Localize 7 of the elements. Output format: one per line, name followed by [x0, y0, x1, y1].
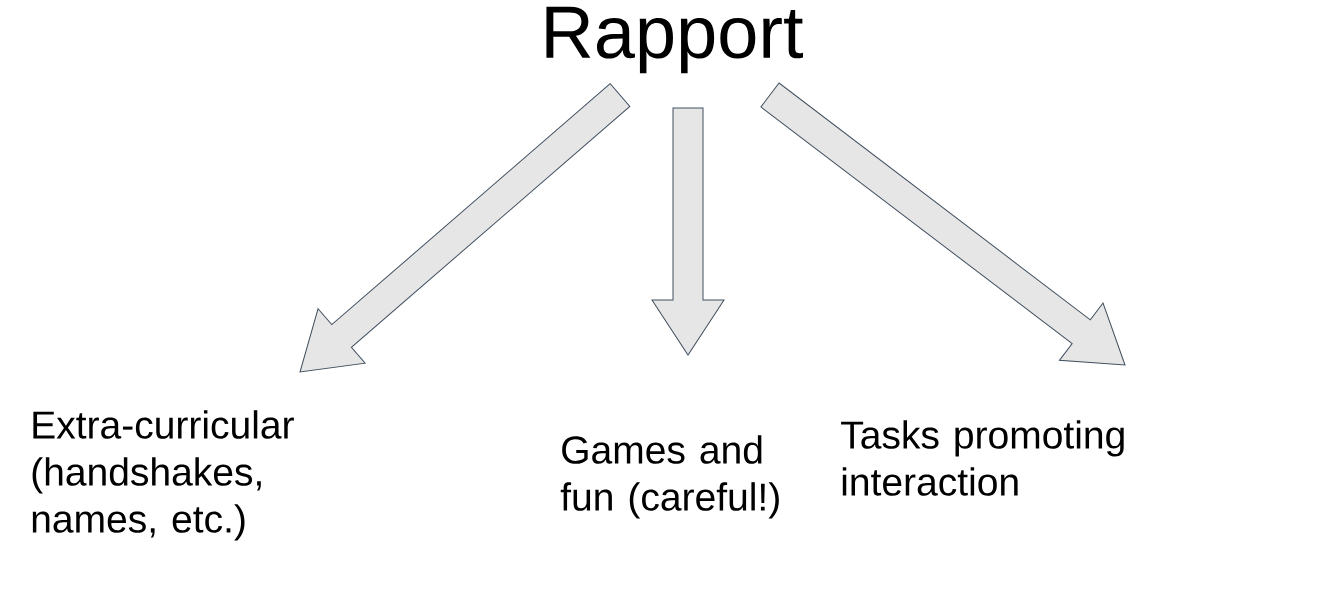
block-arrow	[760, 82, 1126, 366]
label-text: Extra-curricular (handshakes, names, etc.)	[32, 410, 294, 541]
block-arrow	[299, 83, 631, 373]
label-text: Tasks promoting interaction	[841, 420, 1124, 496]
label-text: Games and fun (careful!)	[560, 435, 779, 519]
block-arrow	[651, 107, 725, 356]
heading: Rapport	[546, 6, 804, 74]
